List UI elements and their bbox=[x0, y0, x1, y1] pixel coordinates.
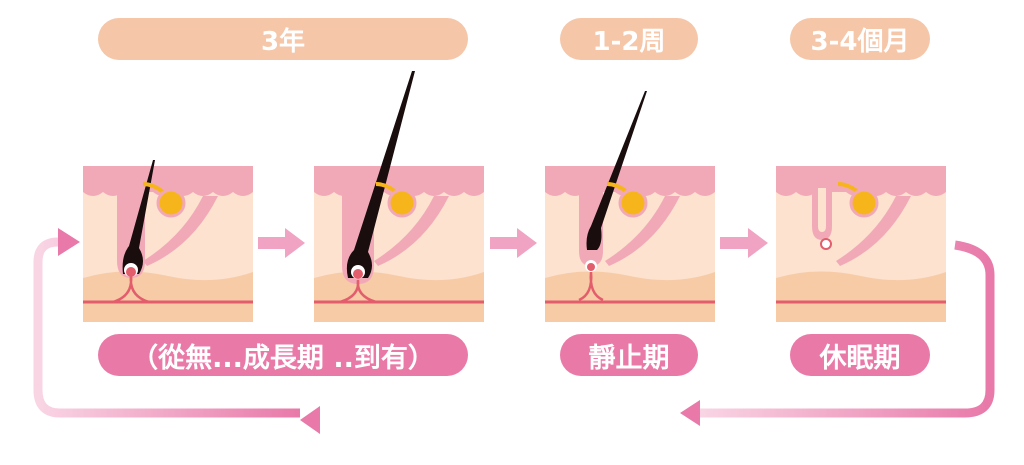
phase-resting: 休眠期 bbox=[790, 334, 930, 376]
duration-resting: 3-4個月 bbox=[790, 18, 930, 60]
panel-regression bbox=[543, 91, 717, 324]
panel-growth-early bbox=[81, 160, 255, 324]
cycle-arrow bbox=[33, 237, 995, 425]
phase-growth: （從無...成長期 ..到有） bbox=[98, 334, 468, 376]
panel-resting bbox=[774, 164, 948, 324]
phase-regression: 靜止期 bbox=[560, 334, 698, 376]
duration-growth: 3年 bbox=[98, 18, 468, 60]
step-arrow bbox=[258, 228, 768, 258]
panel-growth-late bbox=[312, 71, 486, 324]
arrowheads bbox=[58, 228, 700, 434]
duration-regression: 1-2周 bbox=[560, 18, 698, 60]
